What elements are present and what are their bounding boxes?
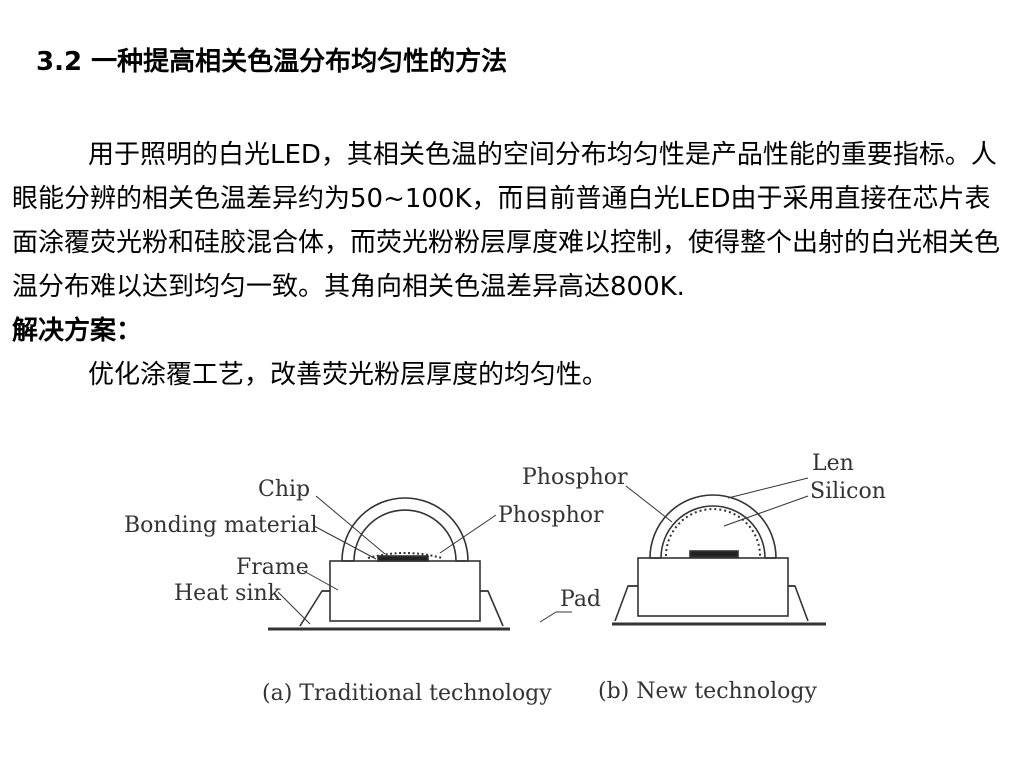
figure-svg: Chip Bonding material Frame Heat sink Ph… (124, 451, 886, 706)
pad-leader-b (539, 611, 557, 623)
new-led-diagram (539, 477, 826, 626)
label-pad: Pad (560, 587, 601, 612)
label-phosphor-a: Phosphor (498, 503, 604, 528)
chip-shape-b (689, 550, 739, 558)
chip-shape (377, 555, 429, 562)
label-len: Len (812, 451, 854, 476)
lens-inner-arc (353, 509, 457, 562)
caption-new: (b) New technology (598, 679, 817, 704)
caption-traditional: (a) Traditional technology (262, 681, 552, 706)
silicon-leader (723, 495, 809, 527)
phosphor-layer-a (367, 552, 443, 559)
label-silicon: Silicon (810, 479, 886, 504)
label-heat-sink: Heat sink (174, 581, 282, 606)
heat-sink-leader (277, 591, 311, 625)
lens-outer-arc-b (649, 494, 777, 559)
slide-title: 3.2 一种提高相关色温分布均匀性的方法 (36, 47, 508, 77)
lens-outer-arc (341, 497, 469, 562)
len-leader (727, 477, 809, 499)
frame-shape-b (637, 557, 789, 617)
traditional-led-diagram (268, 495, 510, 631)
phosphor-leader-b (625, 485, 673, 523)
label-chip: Chip (258, 477, 310, 502)
frame-shape (329, 560, 481, 622)
body-text: 用于照明的白光LED，其相关色温的空间分布均匀性是产品性能的重要指标。人眼能分辨… (12, 133, 1012, 397)
lens-inner-arc-b (660, 505, 766, 559)
intro-paragraph: 用于照明的白光LED，其相关色温的空间分布均匀性是产品性能的重要指标。人眼能分辨… (12, 140, 1001, 302)
chip-leader (315, 495, 386, 555)
label-bonding-material: Bonding material (124, 513, 318, 538)
solution-text: 优化涂覆工艺，改善荧光粉层厚度的均匀性。 (88, 360, 609, 390)
led-packaging-figure: Chip Bonding material Frame Heat sink Ph… (0, 440, 1024, 768)
solution-heading: 解决方案： (12, 316, 143, 346)
bonding-leader (313, 525, 377, 560)
phosphor-layer-b (665, 508, 761, 557)
label-phosphor-b: Phosphor (522, 465, 628, 490)
label-frame: Frame (236, 555, 309, 580)
phosphor-leader-a (439, 514, 497, 554)
frame-leader (301, 569, 339, 591)
